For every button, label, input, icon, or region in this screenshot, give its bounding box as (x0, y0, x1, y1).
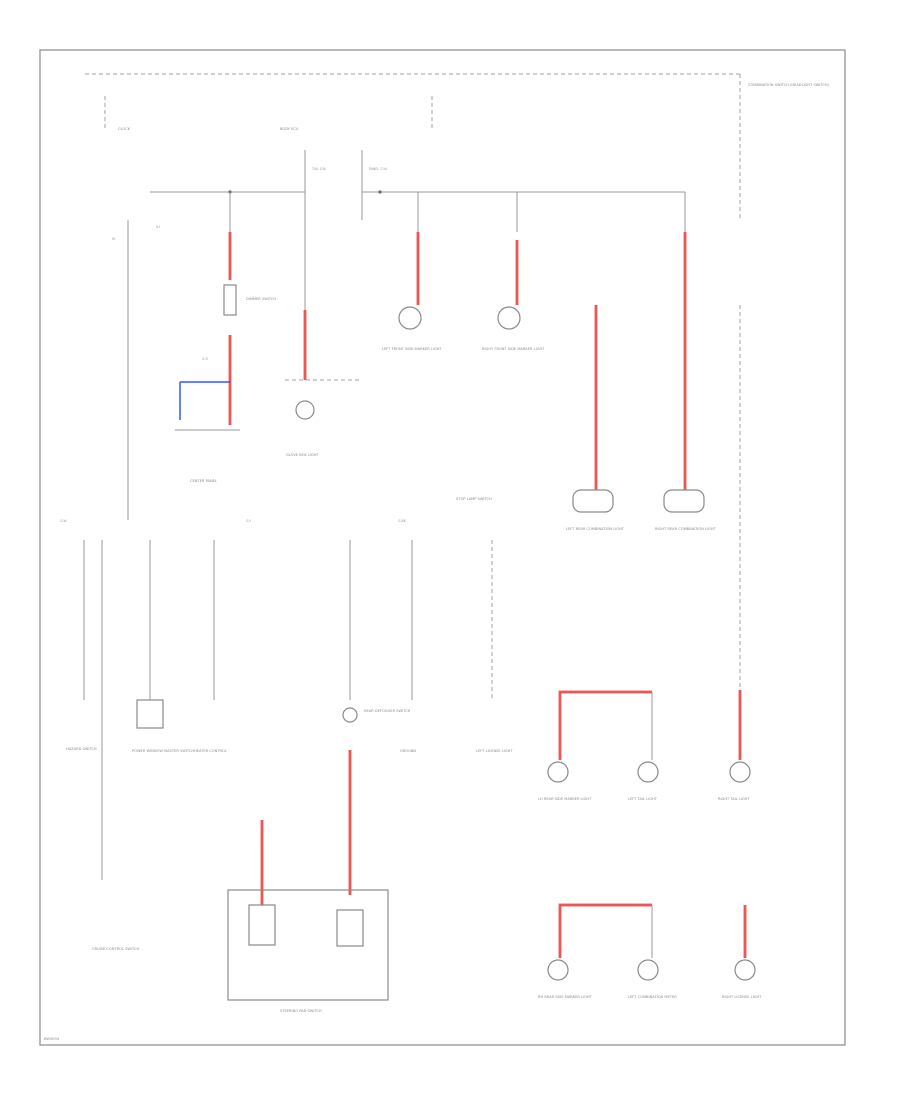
dimmer-switch (223, 284, 237, 316)
left-comb-meter-label: LEFT COMBINATION METER (628, 995, 677, 999)
license-left-label: LEFT LICENSE LIGHT (476, 749, 513, 753)
glove-box-light (295, 400, 315, 420)
rear-marker-link-bottom (558, 903, 652, 958)
steering-left-box (248, 904, 276, 946)
steering-pad-enclosure (227, 889, 389, 1001)
right-front-side-marker (497, 306, 521, 330)
rh-rear-side-marker (547, 959, 569, 981)
rr-comb-label: RIGHT REAR COMBINATION LIGHT (655, 527, 717, 531)
body-ecu-label: BODY ECU (280, 127, 299, 131)
wire-w-label: W (112, 237, 116, 241)
corner-code: BW5094 (44, 1037, 60, 1041)
rf-side-label: RIGHT FRONT SIDE MARKER LIGHT (482, 347, 545, 351)
right-license-light (734, 959, 756, 981)
left-tail-label: LEFT TAIL LIGHT (628, 797, 658, 801)
left-tail-light (637, 761, 659, 783)
wire-gw-label: G-W (60, 519, 67, 523)
left-rear-comb-light (572, 489, 614, 513)
glove-box-label: GLOVE BOX LIGHT (286, 453, 319, 457)
hazard-label: HAZARD SWITCH (66, 747, 97, 751)
ground-note: GROUND (400, 749, 416, 753)
stop-lamp-label: STOP LAMP SWITCH (456, 497, 492, 501)
center-panel-label: CENTER PANEL (190, 479, 217, 483)
lh-rear-side-marker (547, 761, 569, 783)
lr-comb-label: LEFT REAR COMBINATION LIGHT (566, 527, 625, 531)
rear-defogger-switch (342, 707, 358, 723)
heater-label: HEATER CONTROL (194, 749, 227, 753)
diagram-frame (39, 49, 846, 1046)
left-front-side-marker (398, 306, 422, 330)
ill-left-label: ILL (156, 225, 161, 229)
power-window-switch (136, 699, 164, 729)
right-tail-light (729, 761, 751, 783)
wire-gbk-label: G-BK (398, 519, 407, 523)
license-right-label: RIGHT LICENSE LIGHT (722, 995, 762, 999)
right-rear-comb-light (663, 489, 705, 513)
dimmer-label: DIMMER SWITCH (246, 297, 276, 301)
clock-label: CLOCK (118, 127, 131, 131)
fuse-2-label: PANEL 7.5A (369, 167, 388, 171)
right-tail-label: RIGHT TAIL LIGHT (718, 797, 751, 801)
wire-gy-label: G-Y (246, 519, 251, 523)
defogger-label: REAR DEFOGGER SWITCH (364, 709, 411, 713)
rh-rear-side-label: RH REAR SIDE MARKER LIGHT (538, 995, 593, 999)
lf-side-label: LEFT FRONT SIDE MARKER LIGHT (382, 347, 442, 351)
fuse-1-label: TAIL 10A (311, 167, 327, 171)
bus-junction-2 (378, 190, 382, 194)
rear-marker-link-bottom-core (559, 904, 652, 958)
steering-pad-label: STEERING PAD SWITCH (280, 1009, 322, 1013)
rear-marker-link-top (558, 690, 652, 760)
top-note-right: COMBINATION SWITCH (HEADLIGHT SWITCH) (748, 83, 830, 87)
lh-rear-side-label: LH REAR SIDE MARKER LIGHT (538, 797, 592, 801)
steering-right-box (336, 909, 364, 947)
rear-marker-link-top-core (559, 691, 652, 760)
lh-tail-lower (637, 959, 659, 981)
cruise-label: CRUISE CONTROL SWITCH (92, 947, 139, 951)
power-window-label: POWER WINDOW MASTER SWITCH (132, 749, 194, 753)
wire-gr-label: G-R (202, 357, 209, 361)
